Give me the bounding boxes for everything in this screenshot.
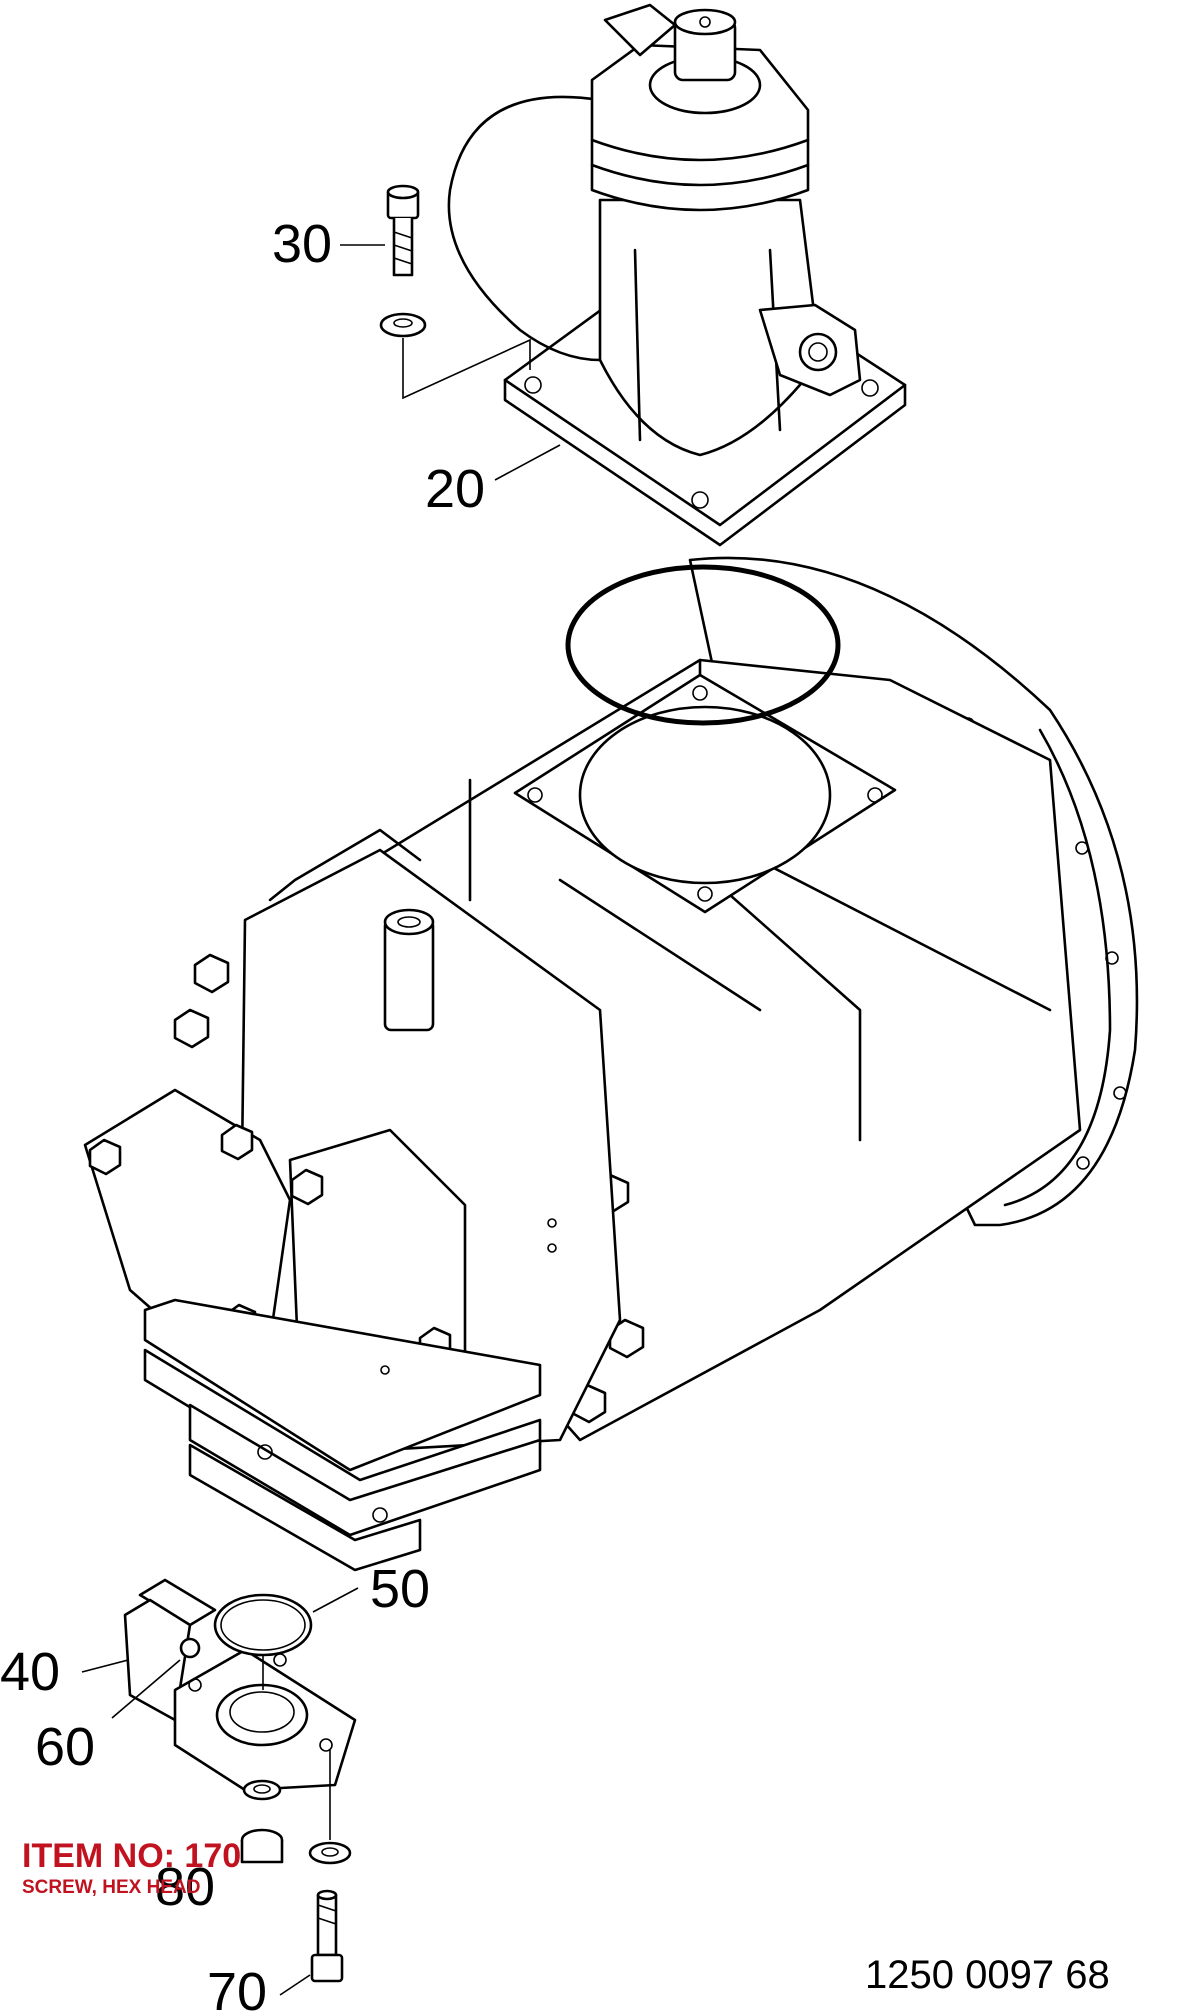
document-number: 1250 0097 68: [865, 1953, 1110, 1997]
leader-40: [81, 1659, 129, 1673]
adapter-flange-part[interactable]: [123, 1578, 357, 1792]
highlight-circle: [565, 564, 841, 726]
inlet-housing-part[interactable]: [447, 3, 907, 547]
washer-lower-part[interactable]: [242, 1779, 282, 1801]
callout-50[interactable]: 50: [370, 1559, 430, 1619]
callout-20[interactable]: 20: [425, 459, 485, 519]
bolt-70-part[interactable]: [310, 1889, 344, 1983]
callout-60[interactable]: 60: [35, 1717, 95, 1777]
callout-70[interactable]: 70: [207, 1962, 267, 2016]
assembly-line-30: [402, 338, 531, 400]
compressor-main-body: [83, 556, 1139, 1572]
leader-20: [494, 444, 561, 481]
washer-70-part[interactable]: [308, 1750, 352, 1865]
leader-50: [312, 1587, 359, 1613]
leader-70: [279, 1974, 311, 1996]
washer-part[interactable]: [379, 312, 427, 338]
callout-40[interactable]: 40: [0, 1642, 60, 1702]
leader-60: [111, 1659, 181, 1719]
callout-30[interactable]: 30: [272, 214, 332, 274]
o-ring-part[interactable]: [213, 1593, 313, 1657]
callout-80[interactable]: 80: [155, 1857, 215, 1917]
hex-screw-part[interactable]: [386, 184, 420, 277]
item-description-label: SCREW, HEX HEAD: [22, 1877, 200, 1898]
plug-part[interactable]: [240, 1828, 284, 1864]
item-number-label: ITEM NO: 170: [22, 1837, 241, 1875]
